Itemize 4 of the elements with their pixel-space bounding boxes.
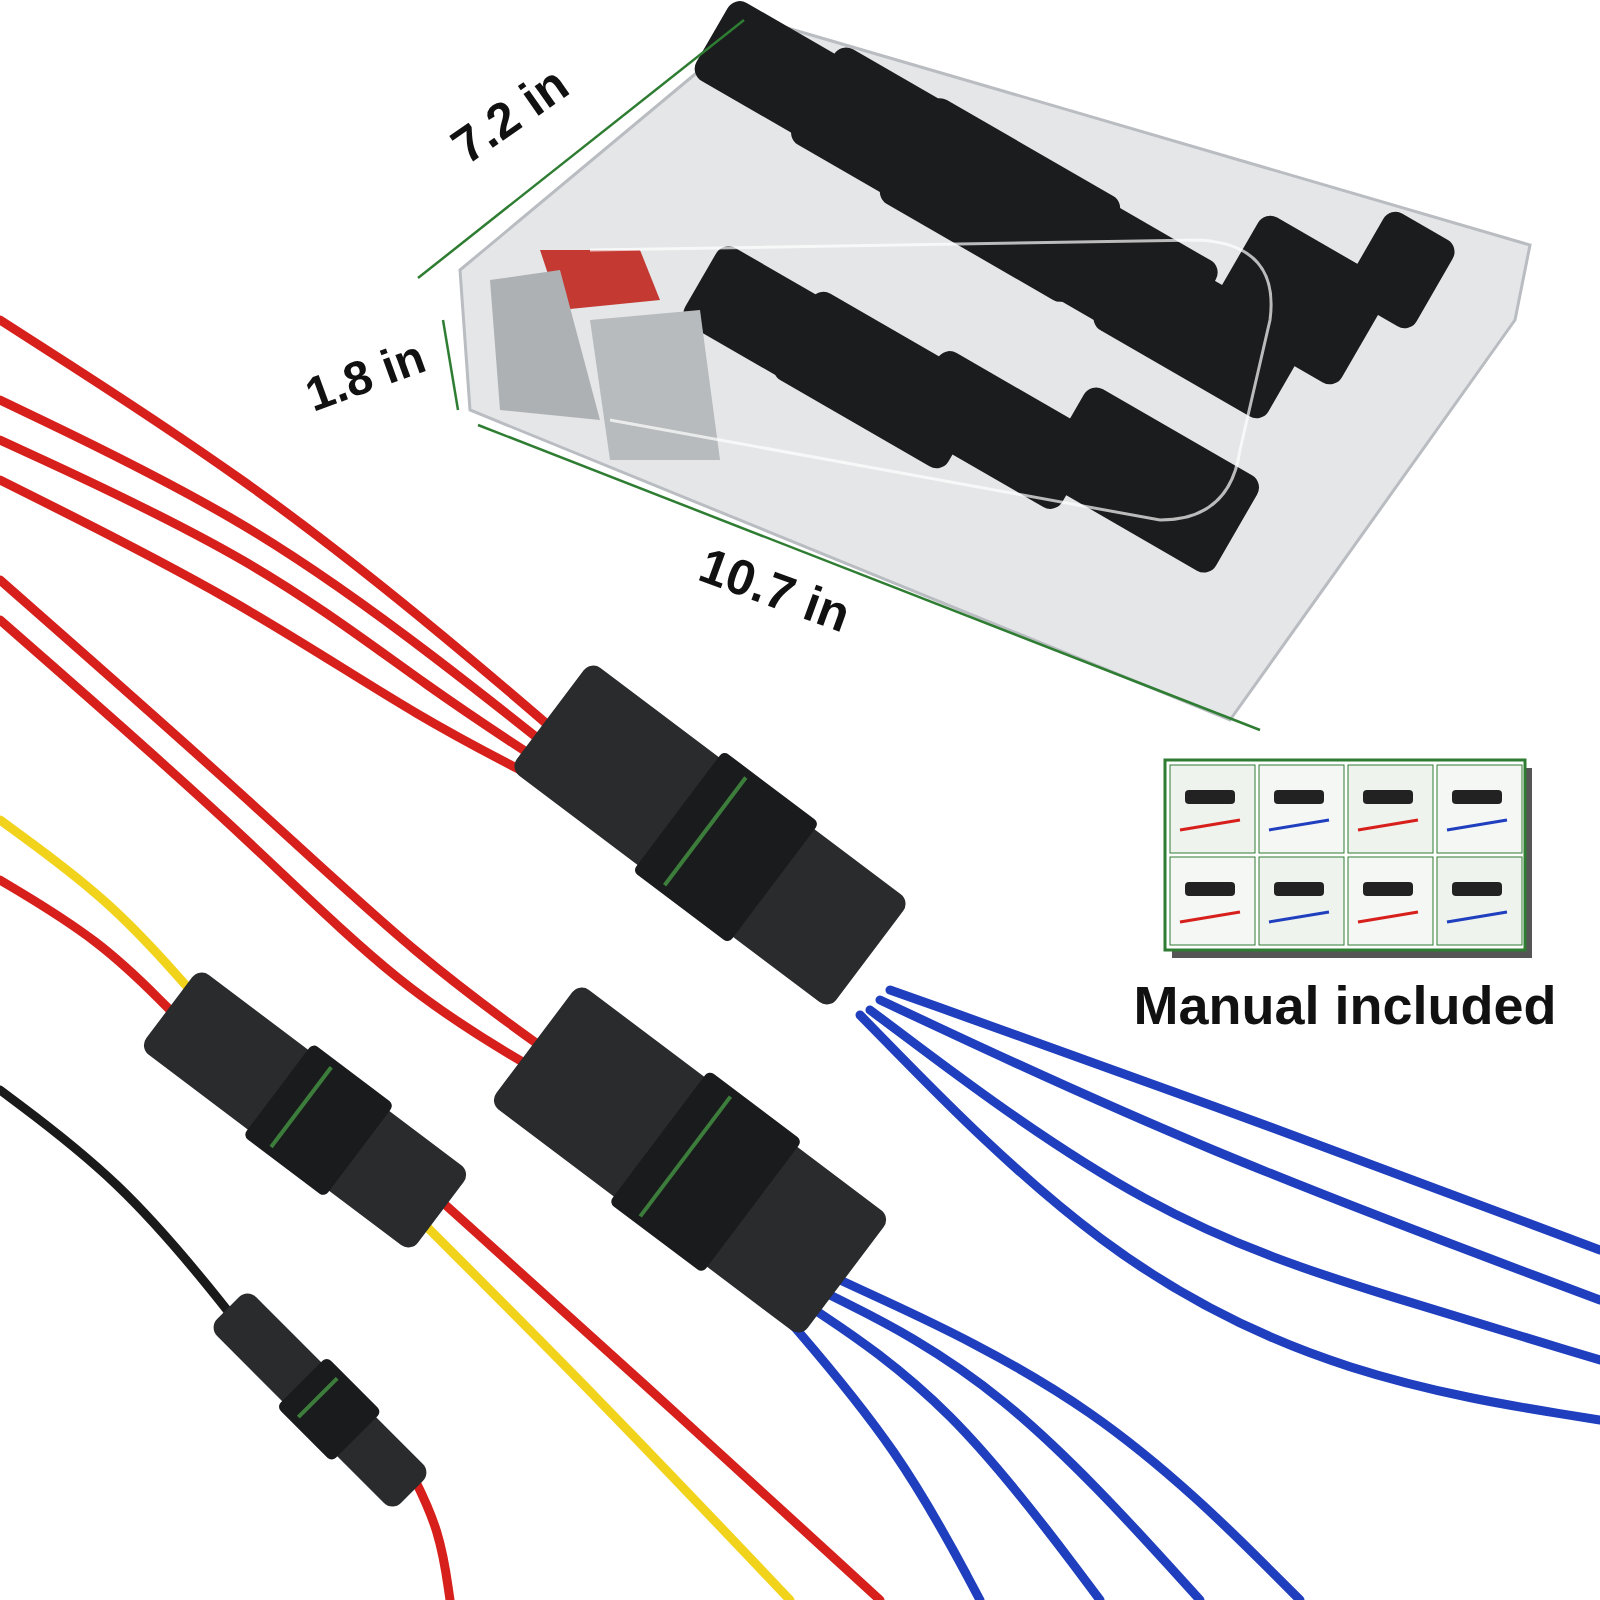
dimension-label: 1.8 in [297, 328, 432, 422]
dimension-label: 7.2 in [440, 54, 579, 176]
dimension-label: 10.7 in [691, 536, 858, 644]
caption-text: Manual included [1133, 974, 1557, 1036]
